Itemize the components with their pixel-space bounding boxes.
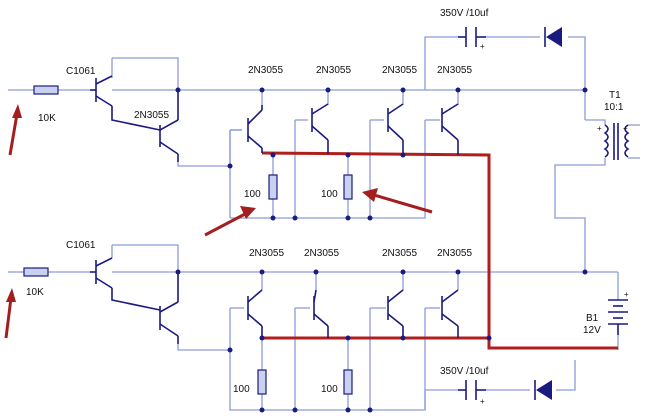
battery-b1: +	[608, 290, 629, 335]
bottom-transistor-3-label: 2N3055	[382, 248, 417, 259]
input-arrow-bottom	[4, 288, 16, 339]
resistor-arrow-left	[204, 206, 256, 237]
bottom-power-transistor-4	[441, 289, 459, 338]
bottom-capacitor: +	[458, 380, 486, 406]
top-power-transistor-4	[441, 103, 459, 155]
top-transistor-1-label: 2N3055	[248, 65, 283, 76]
top-transistor-2-label: 2N3055	[316, 65, 351, 76]
bottom-power-transistor-2	[313, 289, 329, 338]
bottom-emitter-resistor-2	[343, 369, 353, 395]
bottom-input-resistor-label: 10K	[26, 287, 44, 298]
bottom-transistor-4-label: 2N3055	[437, 248, 472, 259]
svg-text:+: +	[623, 124, 628, 133]
top-driver-label: C1061	[66, 66, 96, 77]
top-emitter-resistor-2	[343, 174, 353, 200]
bottom-power-transistor-3	[387, 289, 404, 338]
resistor-arrow-right	[362, 188, 433, 214]
bottom-transistor-1-label: 2N3055	[249, 248, 284, 259]
top-driver-transistor	[90, 75, 161, 131]
bottom-wiring	[8, 244, 619, 411]
top-capacitor-label: 350V /10uf	[440, 8, 489, 19]
svg-text:+: +	[597, 124, 602, 133]
junction-dots	[175, 87, 588, 413]
bottom-capacitor-label: 350V /10uf	[440, 366, 489, 377]
top-input-resistor-label: 10K	[38, 113, 56, 124]
bottom-emitter-resistor-1	[257, 369, 267, 395]
top-resistor-1-label: 100	[244, 189, 261, 200]
bottom-resistor-1-label: 100	[233, 384, 250, 395]
top-transistor-3-label: 2N3055	[382, 65, 417, 76]
top-input-resistor	[33, 85, 59, 95]
top-diode	[544, 27, 562, 47]
svg-text:+: +	[480, 397, 485, 406]
top-power-transistor-1	[247, 105, 263, 153]
bottom-driver-transistor	[90, 257, 161, 311]
svg-text:+: +	[624, 290, 629, 299]
battery-voltage-label: 12V	[583, 325, 601, 336]
top-emitter-resistor-1	[268, 174, 278, 200]
top-wiring	[8, 36, 606, 270]
top-power-transistor-2	[311, 103, 329, 154]
top-second-label: 2N3055	[134, 110, 169, 121]
transformer-t1: + +	[597, 123, 640, 160]
input-arrow-top	[8, 104, 22, 156]
transformer-label: T1	[609, 90, 621, 101]
battery-label: B1	[586, 313, 599, 324]
svg-text:+: +	[480, 42, 485, 51]
highlighted-emitter-bus	[261, 151, 618, 350]
bottom-resistor-2-label: 100	[321, 384, 338, 395]
top-power-transistor-3	[387, 103, 404, 155]
top-second-transistor	[159, 90, 179, 162]
top-transistor-4-label: 2N3055	[437, 65, 472, 76]
bottom-power-transistor-1	[247, 289, 263, 338]
top-resistor-2-label: 100	[321, 189, 338, 200]
top-capacitor: +	[458, 27, 486, 51]
bottom-second-transistor	[159, 272, 179, 344]
bottom-input-resistor	[23, 267, 49, 277]
transformer-ratio-label: 10:1	[604, 102, 624, 113]
bottom-diode	[534, 380, 552, 400]
bottom-driver-label: C1061	[66, 240, 96, 251]
bottom-transistor-2-label: 2N3055	[304, 248, 339, 259]
labels: 350V /10uf 350V /10uf C1061 C1061 2N3055…	[26, 8, 624, 395]
